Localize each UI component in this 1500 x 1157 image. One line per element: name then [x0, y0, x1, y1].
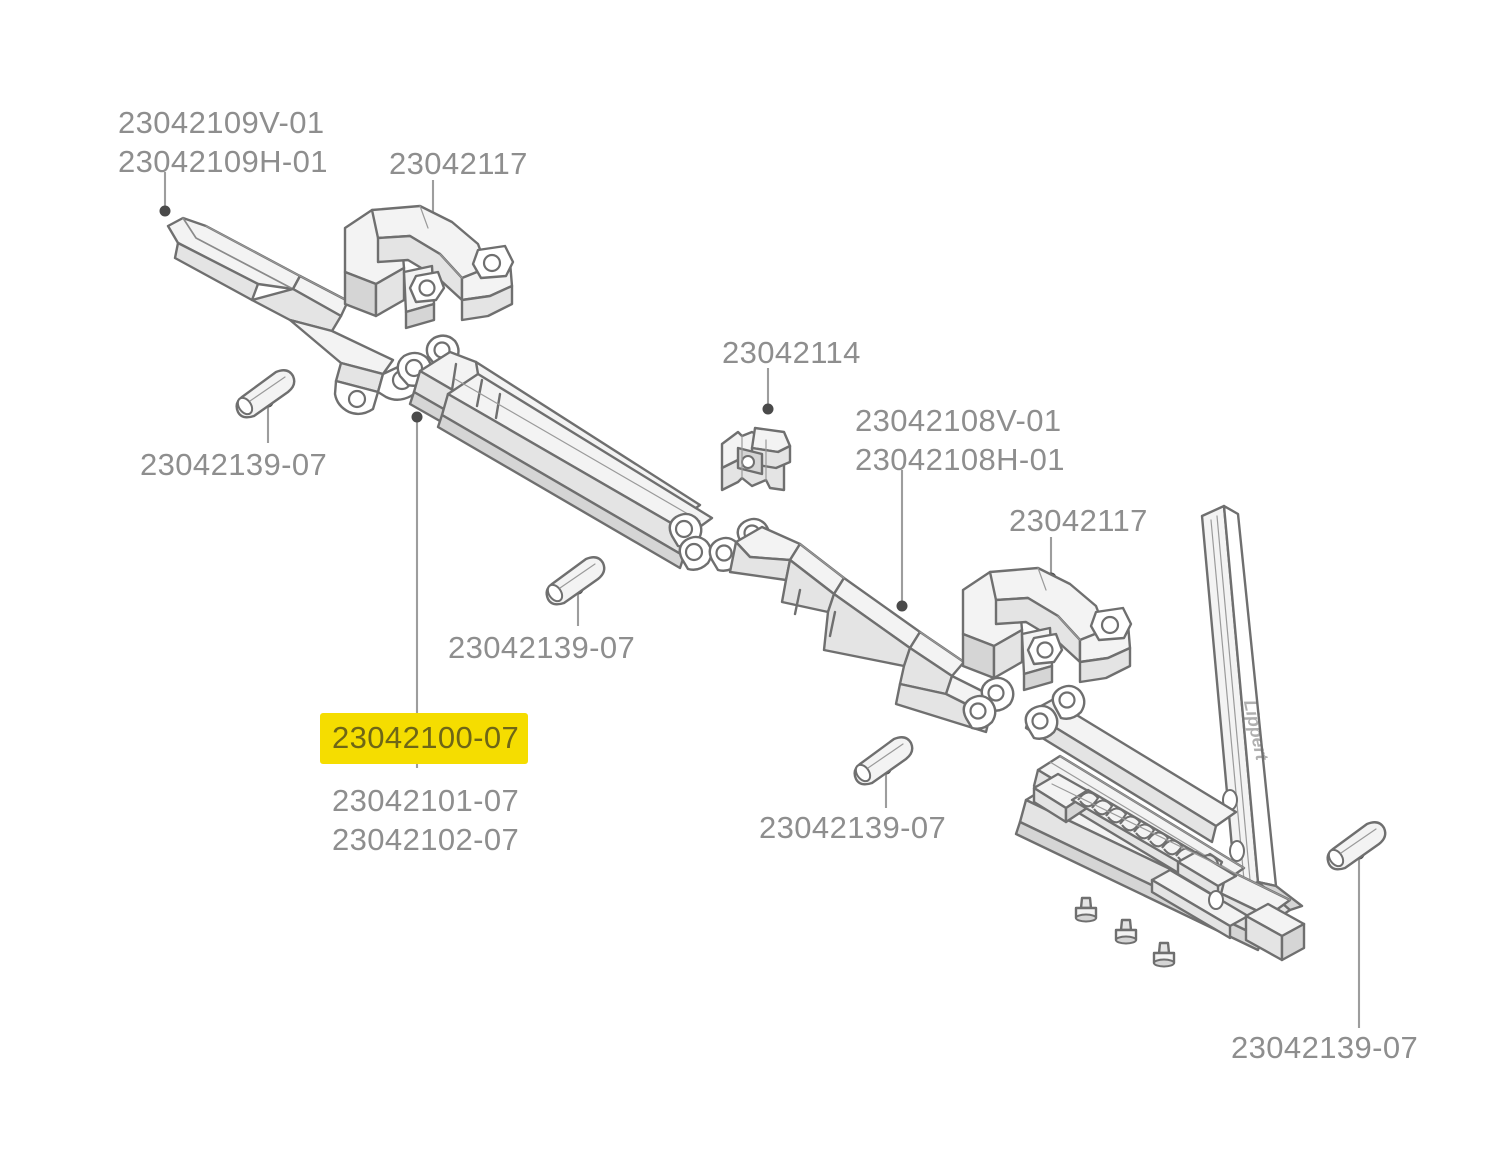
label-23042102-07: 23042102-07 [332, 822, 520, 857]
label-23042109V-01: 23042109V-01 [118, 105, 325, 140]
rivet-fastener-art [1074, 896, 1176, 968]
label-group-rail-alternates: 23042101-07 23042102-07 [332, 781, 519, 859]
left-bracket-clamp-art [343, 204, 515, 330]
upper-left-roll-pin-art [235, 369, 296, 419]
right-bracket-clamp-art [961, 566, 1133, 692]
label-23042117-right: 23042117 [1009, 503, 1148, 538]
label-23042100-07-highlighted: 23042100-07 [320, 713, 529, 764]
label-23042108H-01: 23042108H-01 [855, 442, 1065, 477]
label-23042139-07-center-right: 23042139-07 [759, 810, 947, 845]
center-long-rail-art [396, 334, 714, 571]
label-23042114: 23042114 [722, 335, 861, 370]
label-23042117-left: 23042117 [389, 146, 528, 181]
right-roll-pin-art [853, 736, 914, 786]
center-retaining-clip-art [720, 426, 792, 492]
label-23042139-07-upper-left: 23042139-07 [140, 447, 328, 482]
stand-post-assembly-art: Lippert [1014, 504, 1306, 962]
label-23042139-07-center: 23042139-07 [448, 630, 636, 665]
label-group-right-arm: 23042108V-01 23042108H-01 [855, 401, 1065, 479]
label-23042139-07-bottom-right: 23042139-07 [1231, 1030, 1419, 1065]
label-23042108V-01: 23042108V-01 [855, 403, 1062, 438]
upper-left-link-arm-art [166, 216, 423, 416]
center-roll-pin-art [545, 556, 606, 606]
right-link-arm-art [708, 517, 1015, 734]
lower-right-roll-pin-art [1326, 821, 1387, 871]
label-23042101-07: 23042101-07 [332, 783, 520, 818]
label-group-left-arm: 23042109V-01 23042109H-01 [118, 103, 328, 181]
label-23042109H-01: 23042109H-01 [118, 144, 328, 179]
